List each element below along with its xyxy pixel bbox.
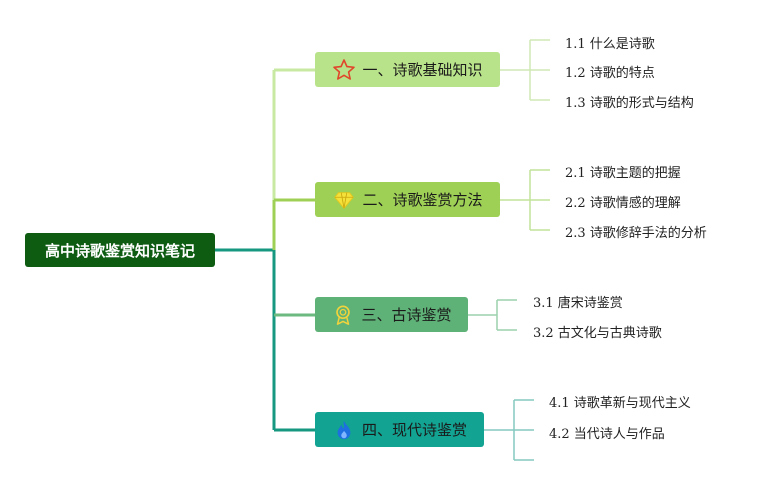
leaf-2-1[interactable]: 2.1 诗歌主题的把握 bbox=[565, 166, 681, 181]
star-icon bbox=[332, 58, 356, 82]
flame-icon bbox=[332, 418, 356, 442]
leaf-1-2[interactable]: 1.2 诗歌的特点 bbox=[565, 66, 655, 81]
leaf-2-3[interactable]: 2.3 诗歌修辞手法的分析 bbox=[565, 226, 707, 241]
leaf-lines-2 bbox=[500, 169, 550, 231]
leaf-1-1[interactable]: 1.1 什么是诗歌 bbox=[565, 37, 655, 52]
leaf-1-3[interactable]: 1.3 诗歌的形式与结构 bbox=[565, 96, 694, 111]
leaf-3-2[interactable]: 3.2 古文化与古典诗歌 bbox=[533, 326, 662, 341]
root-node[interactable]: 高中诗歌鉴赏知识笔记 bbox=[25, 233, 215, 267]
leaf-2-2[interactable]: 2.2 诗歌情感的理解 bbox=[565, 196, 681, 211]
branch-node-4[interactable]: 四、现代诗鉴赏 bbox=[315, 412, 484, 447]
branch-label-2: 二、诗歌鉴赏方法 bbox=[362, 191, 483, 209]
leaf-lines-4 bbox=[484, 399, 534, 461]
branch-node-3[interactable]: 三、古诗鉴赏 bbox=[315, 297, 468, 332]
branch-node-2[interactable]: 二、诗歌鉴赏方法 bbox=[315, 182, 500, 217]
leaf-lines-1 bbox=[500, 39, 550, 101]
leaf-lines-3 bbox=[468, 299, 517, 331]
leaf-4-1[interactable]: 4.1 诗歌革新与现代主义 bbox=[549, 396, 691, 411]
leaf-4-2[interactable]: 4.2 当代诗人与作品 bbox=[549, 427, 665, 442]
branch-node-1[interactable]: 一、诗歌基础知识 bbox=[315, 52, 500, 87]
leaf-3-1[interactable]: 3.1 唐宋诗鉴赏 bbox=[533, 296, 623, 311]
branch-label-3: 三、古诗鉴赏 bbox=[361, 306, 452, 324]
diamond-icon bbox=[332, 188, 356, 212]
branch-label-4: 四、现代诗鉴赏 bbox=[361, 421, 467, 439]
award-icon bbox=[331, 303, 355, 327]
branch-label-1: 一、诗歌基础知识 bbox=[362, 61, 483, 79]
root-label: 高中诗歌鉴赏知识笔记 bbox=[44, 241, 195, 260]
